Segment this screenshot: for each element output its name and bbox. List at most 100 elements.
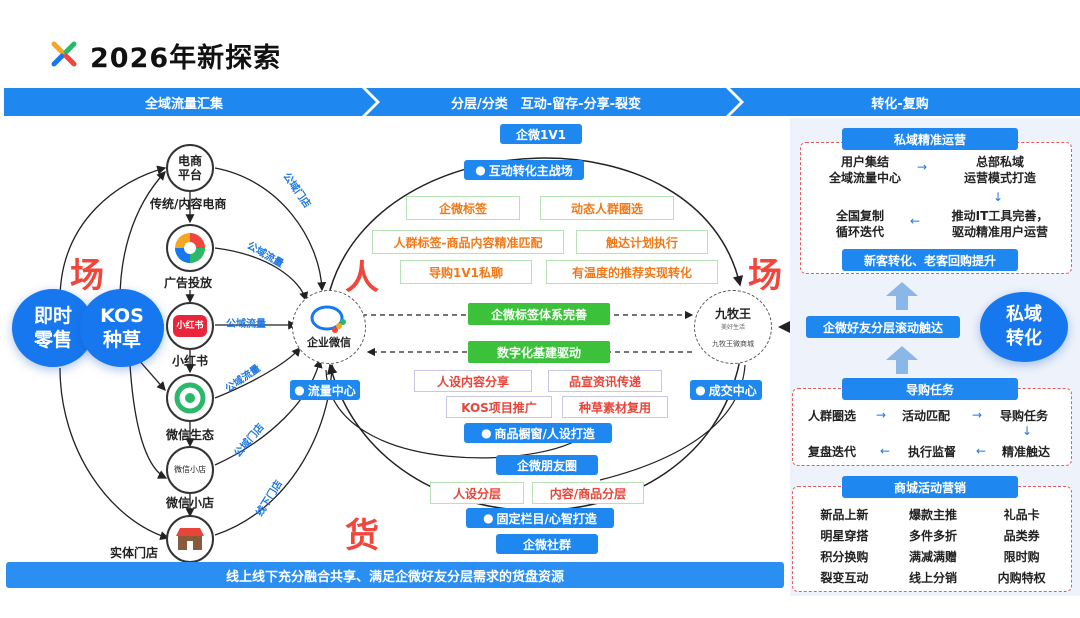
ops-gather: 用户集结全域流量中心 <box>820 154 910 186</box>
showcase-tag: ●商品橱窗/人设打造 <box>464 423 612 443</box>
ops-gather-1: 用户集结 <box>840 155 889 169</box>
mall-item: 积分换购 <box>820 550 869 564</box>
arrow-down-icon-2: ↓ <box>1022 424 1033 438</box>
ops-it: 推动IT工具完善，驱动精准用户运营 <box>938 208 1062 240</box>
mall-item: 多件多折 <box>908 529 957 543</box>
instant-retail-line1: 即时 <box>33 305 72 327</box>
pill-brand-info: 品宣资讯传递 <box>548 370 662 392</box>
digital-driver-tag: 数字化基建驱动 <box>468 341 610 363</box>
mall-item: 礼品卡 <box>1003 508 1040 522</box>
store-node: 九牧王 美好生活 九牧王微商城 <box>694 290 772 364</box>
kos-line2: 种草 <box>102 329 141 351</box>
arrow-left-icon-2: ← <box>880 444 891 458</box>
mall-item: 爆款主推 <box>908 508 957 522</box>
ops-copy: 全国复制循环迭代 <box>820 208 900 240</box>
guide-task: 导购任务 <box>1000 409 1049 423</box>
wechat-store-icon: 微信小店 <box>166 446 214 494</box>
store-name: 九牧王微商城 <box>712 340 754 348</box>
wechat-store-inner: 微信小店 <box>174 465 206 474</box>
interact-main-tag: ●互动转化主战场 <box>464 160 584 180</box>
arrow-right-icon: → <box>917 160 928 174</box>
channel-label-ad: 广告投放 <box>164 276 213 290</box>
pin-icon: ● <box>475 163 486 177</box>
ops-it-2: 驱动精准用户运营 <box>951 225 1048 239</box>
ecommerce-inner-2: 平台 <box>177 168 202 182</box>
guide-task-head: 导购任务 <box>842 378 1018 400</box>
pill-guide-chat: 导购1V1私聊 <box>400 260 532 284</box>
mall-item: 线上分销 <box>908 571 957 585</box>
banner-stage-1: 全域流量汇集 <box>144 96 223 112</box>
wecom-1v1-tag: 企微1V1 <box>500 124 582 144</box>
channel-label-store: 实体门店 <box>110 546 159 560</box>
pill-persona-share: 人设内容分享 <box>414 370 532 392</box>
traffic-center-text: 流量中心 <box>307 383 356 398</box>
ops-copy-2: 循环迭代 <box>835 225 884 239</box>
private-ops-head: 私域精准运营 <box>842 128 1018 150</box>
guide-review: 复盘迭代 <box>808 445 857 459</box>
wecom-node: 企业微信 <box>292 290 366 364</box>
traffic-center-tag: ●流量中心 <box>290 380 360 400</box>
interact-main-text: 互动转化主战场 <box>488 163 573 178</box>
ops-hq-2: 运营模式打造 <box>963 171 1036 185</box>
mall-item: 裂变互动 <box>820 571 869 585</box>
tag-system-tag: 企微标签体系完善 <box>468 303 610 325</box>
mall-item: 限时购 <box>1003 550 1040 564</box>
guide-supervise: 执行监督 <box>908 445 957 459</box>
guide-task-box <box>792 388 1072 466</box>
ops-hq: 总部私域运营模式打造 <box>950 154 1050 186</box>
wecom-icon <box>310 305 346 333</box>
pin-icon: ● <box>695 383 706 397</box>
pill-warm-recommend: 有温度的推荐实现转化 <box>546 260 718 284</box>
deal-center-tag: ●成交中心 <box>690 380 762 400</box>
goods-char: 货 <box>345 516 379 556</box>
fixed-column-text: 固定栏目/心智打造 <box>496 511 597 526</box>
pin-icon: ● <box>294 383 305 397</box>
banner-stage-2: 分层/分类 互动-留存-分享-裂变 <box>451 96 641 112</box>
page-title: 2026年新探索 <box>90 43 282 74</box>
pill-kos-project: KOS项目推广 <box>446 396 552 418</box>
xiaohongshu-icon: 小红书 <box>166 302 214 350</box>
channel-label-wechat-store: 微信小店 <box>166 496 215 510</box>
wecom-label: 企业微信 <box>307 336 351 349</box>
mall-item: 品类券 <box>1003 529 1040 543</box>
channel-label-ecommerce: 传统/内容电商 <box>150 197 227 211</box>
instant-retail-line2: 零售 <box>33 329 72 351</box>
pill-wecom-tag: 企微标签 <box>406 196 520 220</box>
banner-stage-3: 转化-复购 <box>871 96 929 112</box>
people-char: 人 <box>345 258 379 298</box>
xiaohongshu-badge: 小红书 <box>173 315 207 337</box>
ad-aperture-icon <box>166 224 214 272</box>
new-old-tag: 新客转化、老客回购提升 <box>842 249 1018 271</box>
channel-label-xiaohongshu: 小红书 <box>172 354 209 368</box>
pill-touch-plan: 触达计划执行 <box>576 230 708 254</box>
ecommerce-icon: 电商平台 <box>166 144 214 192</box>
arrow-label-public-traffic-2: 公域流量 <box>226 319 266 330</box>
pill-seeding-material: 种草素材复用 <box>562 396 668 418</box>
pill-persona-layer: 人设分层 <box>430 482 524 504</box>
mall-item: 新品上新 <box>820 508 869 522</box>
guide-crowd: 人群圈选 <box>808 409 857 423</box>
moments-tag: 企微朋友圈 <box>496 455 598 475</box>
guide-match: 活动匹配 <box>902 409 951 423</box>
field-char-right: 场 <box>748 256 782 296</box>
store-brand-logo: 九牧王 <box>714 307 751 321</box>
top-banner <box>4 88 1080 116</box>
private-conv-1: 私域 <box>1006 304 1042 325</box>
arrow-right-icon-2: → <box>876 408 887 422</box>
community-tag: 企微社群 <box>496 534 598 554</box>
ops-copy-1: 全国复制 <box>835 209 884 223</box>
channel-label-wechat: 微信生态 <box>166 428 215 442</box>
private-conv-2: 转化 <box>1006 328 1042 349</box>
showcase-text: 商品橱窗/人设打造 <box>494 426 595 441</box>
arrow-left-icon: ← <box>910 214 921 228</box>
ops-hq-1: 总部私域 <box>975 155 1024 169</box>
arrow-left-icon-3: ← <box>976 444 987 458</box>
wechat-ecosystem-icon <box>166 374 214 422</box>
physical-store-icon <box>166 515 214 563</box>
pill-dynamic-crowd: 动态人群圈选 <box>540 196 674 220</box>
mall-activity-head: 商城活动营销 <box>842 476 1018 498</box>
arrow-down-icon: ↓ <box>993 190 1004 204</box>
pill-content-layer: 内容/商品分层 <box>532 482 644 504</box>
ecommerce-inner-1: 电商 <box>177 154 202 168</box>
